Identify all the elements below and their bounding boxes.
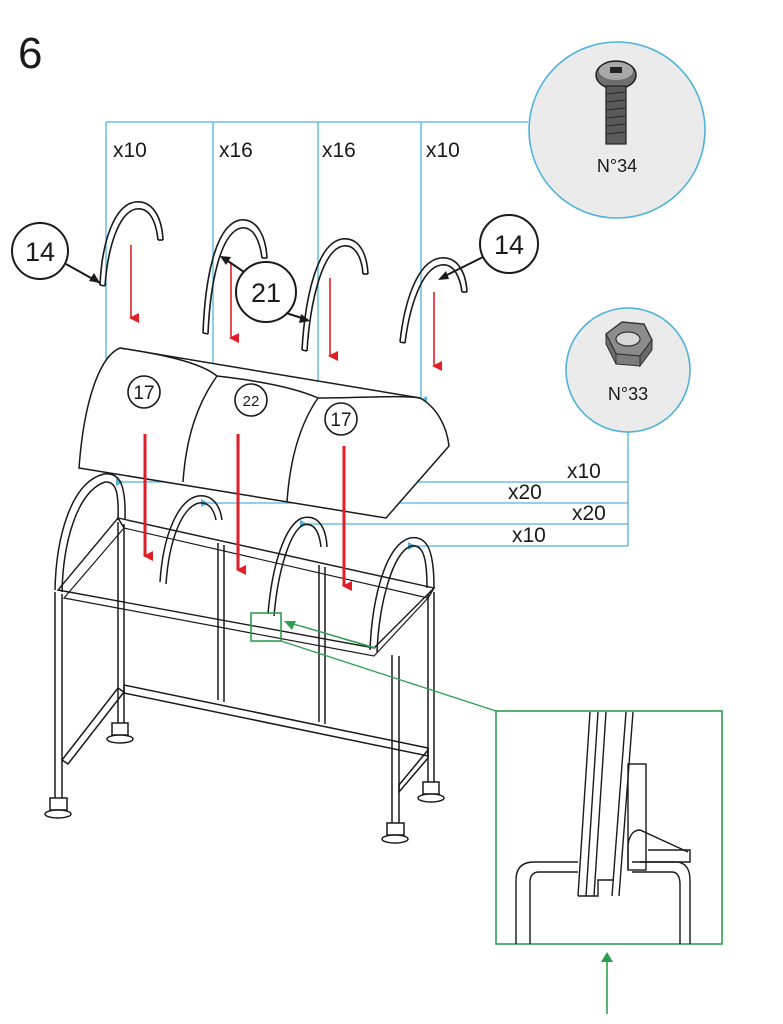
- bolt-hardware-callout: N°34: [528, 41, 706, 219]
- panel-arrows: [143, 434, 352, 591]
- part-number: 17: [330, 410, 351, 431]
- part-callout-21: 21: [220, 256, 310, 323]
- nut-qty-3: x20: [572, 502, 606, 525]
- bolt-qty-2: x16: [219, 139, 253, 162]
- arch-profiles: [99, 201, 468, 352]
- detail-zoom-marker: [250, 612, 282, 642]
- arch-profile-1: [99, 201, 164, 287]
- part-number: 22: [243, 393, 260, 410]
- part-number: 17: [133, 383, 154, 404]
- bolt-label: N°34: [597, 156, 637, 176]
- bolt-leader-lines: [105, 121, 528, 404]
- detail-drawing: [515, 711, 691, 944]
- nut-hardware-callout: N°33: [565, 307, 691, 433]
- part-callout-17-left: 17: [127, 375, 161, 409]
- bolt-icon: [595, 60, 637, 145]
- part-number: 14: [494, 230, 524, 260]
- bolt-qty-4: x10: [426, 139, 460, 162]
- detail-frame: [495, 710, 723, 945]
- profile-arrows: [129, 245, 442, 371]
- part-callout-17-right: 17: [324, 402, 358, 436]
- part-number: 14: [25, 237, 55, 267]
- arch-profile-4: [399, 257, 468, 344]
- arch-profile-2: [202, 219, 268, 335]
- part-number: 21: [251, 278, 281, 308]
- nut-qty-2: x20: [508, 481, 542, 504]
- part-callout-22: 22: [234, 383, 268, 417]
- detail-view: [250, 612, 723, 1014]
- part-callout-14-right: 14: [438, 214, 539, 280]
- nut-qty-4: x10: [512, 524, 546, 547]
- roof-panels: [78, 347, 450, 519]
- part-callout-14-left: 14: [11, 222, 101, 284]
- arch-profile-3: [301, 238, 369, 352]
- shelter-feet: [44, 722, 445, 844]
- shelter-frame: [44, 473, 445, 844]
- step-number: 6: [18, 29, 43, 78]
- bolt-qty-1: x10: [113, 139, 147, 162]
- nut-qty-1: x10: [567, 460, 601, 483]
- nut-label: N°33: [608, 384, 648, 404]
- hex-nut-icon: [605, 321, 653, 368]
- bolt-qty-3: x16: [322, 139, 356, 162]
